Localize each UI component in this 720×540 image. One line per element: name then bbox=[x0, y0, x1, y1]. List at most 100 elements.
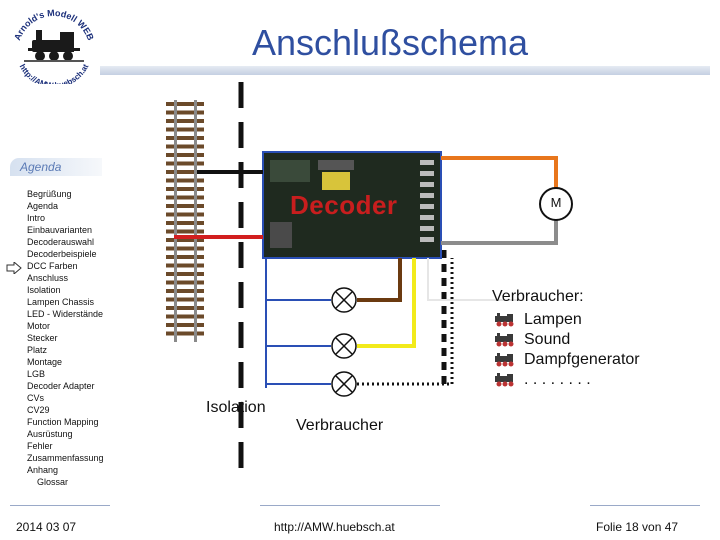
locomotive-bullet-icon bbox=[495, 353, 514, 367]
consumer-item: Dampfgenerator bbox=[492, 350, 640, 370]
track-sleeper bbox=[166, 102, 204, 106]
track-sleeper bbox=[166, 170, 204, 174]
track-sleeper bbox=[166, 246, 204, 251]
decoder-pin bbox=[420, 160, 434, 165]
amw-logo: Arnold's Modell WEB http://AMW.huebsch.a… bbox=[12, 8, 96, 84]
agenda-item[interactable]: Lampen Chassis bbox=[27, 297, 95, 307]
track-sleeper bbox=[166, 255, 204, 259]
locomotive-bullet-icon bbox=[495, 333, 514, 347]
track-sleeper bbox=[166, 119, 204, 123]
consumer-item: Lampen bbox=[492, 310, 640, 330]
agenda-item[interactable]: Stecker bbox=[27, 333, 58, 343]
wire-white bbox=[427, 258, 522, 301]
track-sleeper bbox=[166, 161, 204, 166]
agenda-item[interactable]: LGB bbox=[27, 369, 46, 379]
agenda-item[interactable]: Motor bbox=[27, 321, 51, 331]
wires bbox=[174, 156, 558, 388]
wire-grey bbox=[441, 220, 558, 245]
current-item-arrow-icon bbox=[6, 262, 22, 274]
track-sleeper bbox=[166, 153, 204, 157]
wire-brown bbox=[357, 258, 402, 302]
locomotive-icon bbox=[24, 30, 84, 62]
consumer-item: . . . . . . . . bbox=[492, 370, 640, 390]
footer-date: 2014 03 07 bbox=[16, 520, 77, 534]
track-sleeper bbox=[166, 110, 204, 115]
track-sleeper bbox=[166, 289, 204, 293]
track-sleeper bbox=[166, 331, 204, 336]
track-sleeper bbox=[166, 187, 204, 191]
decoder-pin bbox=[420, 226, 434, 231]
agenda-tab[interactable]: Agenda bbox=[10, 158, 102, 176]
agenda-item[interactable]: Intro bbox=[27, 213, 46, 223]
title-divider bbox=[100, 66, 710, 75]
decoder-pin bbox=[420, 215, 434, 220]
track-sleeper bbox=[166, 238, 204, 242]
track-sleeper bbox=[166, 178, 204, 183]
footer-divider-center bbox=[260, 505, 440, 506]
agenda-item[interactable]: Decoderauswahl bbox=[27, 237, 95, 247]
agenda-item[interactable]: Fehler bbox=[27, 441, 53, 451]
motor-icon bbox=[539, 187, 573, 221]
agenda-item[interactable]: Decoderbeispiele bbox=[27, 249, 97, 259]
decoder-pin bbox=[420, 237, 434, 242]
track-sleeper bbox=[166, 263, 204, 268]
agenda-item[interactable]: Zusammenfassung bbox=[27, 453, 104, 463]
slide-title: Anschlußschema bbox=[251, 22, 529, 63]
track-sleeper bbox=[166, 212, 204, 217]
agenda-item[interactable]: Agenda bbox=[27, 201, 59, 211]
track-sleeper bbox=[166, 297, 204, 302]
track-sleeper bbox=[166, 272, 204, 276]
lamp-2-icon bbox=[331, 333, 357, 359]
track-sleeper bbox=[166, 127, 204, 132]
track-sleeper bbox=[166, 314, 204, 319]
locomotive-bullet-icon bbox=[495, 373, 514, 387]
decoder-pin bbox=[420, 193, 434, 198]
decoder-pin bbox=[420, 171, 434, 176]
agenda-item[interactable]: Function Mapping bbox=[27, 417, 99, 427]
agenda-item[interactable]: Isolation bbox=[27, 285, 61, 295]
wire-dotted-return bbox=[357, 258, 454, 386]
decoder-board bbox=[262, 151, 442, 259]
agenda-item[interactable]: Begrüßung bbox=[27, 189, 72, 199]
consumer-item-label: Sound bbox=[524, 331, 571, 348]
consumer-item-label: . . . . . . . . bbox=[524, 371, 591, 388]
agenda-item[interactable]: CVs bbox=[27, 393, 45, 403]
footer-divider-right bbox=[590, 505, 700, 506]
agenda-item[interactable]: Montage bbox=[27, 357, 63, 367]
agenda-item[interactable]: Glossar bbox=[37, 477, 69, 487]
locomotive-bullet-icon bbox=[495, 313, 514, 327]
footer-slide-number: Folie 18 von 47 bbox=[596, 520, 679, 534]
footer-divider-left bbox=[10, 505, 110, 506]
agenda-item[interactable]: Anschluss bbox=[27, 273, 69, 283]
agenda-item[interactable]: Decoder Adapter bbox=[27, 381, 95, 391]
lamp-3-icon bbox=[331, 371, 357, 397]
consumer-item-label: Dampfgenerator bbox=[524, 351, 640, 368]
track-sleeper bbox=[166, 136, 204, 140]
track-sleeper bbox=[166, 323, 204, 327]
track bbox=[166, 100, 204, 342]
agenda-item[interactable]: DCC Farben bbox=[27, 261, 78, 271]
agenda-item[interactable]: Ausrüstung bbox=[27, 429, 73, 439]
track-sleeper bbox=[166, 280, 204, 285]
agenda-tab-label: Agenda bbox=[20, 160, 62, 174]
track-sleeper bbox=[166, 221, 204, 225]
agenda-item[interactable]: Platz bbox=[27, 345, 48, 355]
agenda-item[interactable]: Einbauvarianten bbox=[27, 225, 93, 235]
agenda-item[interactable]: LED - Widerstände bbox=[27, 309, 104, 319]
track-sleeper bbox=[166, 229, 204, 234]
consumers-title: Verbraucher: bbox=[492, 288, 584, 305]
wire-yellow bbox=[357, 258, 416, 348]
consumer-label: Verbraucher bbox=[296, 417, 384, 434]
footer-url[interactable]: http://AMW.huebsch.at bbox=[274, 520, 395, 534]
consumer-item: Sound bbox=[492, 330, 640, 350]
wire-orange bbox=[441, 156, 558, 188]
track-sleeper bbox=[166, 144, 204, 149]
isolation-label: Isolation bbox=[206, 399, 266, 416]
agenda-item[interactable]: Anhang bbox=[27, 465, 59, 475]
agenda-item[interactable]: CV29 bbox=[27, 405, 50, 415]
decoder-pin bbox=[420, 204, 434, 209]
lamp-1-icon bbox=[331, 287, 357, 313]
